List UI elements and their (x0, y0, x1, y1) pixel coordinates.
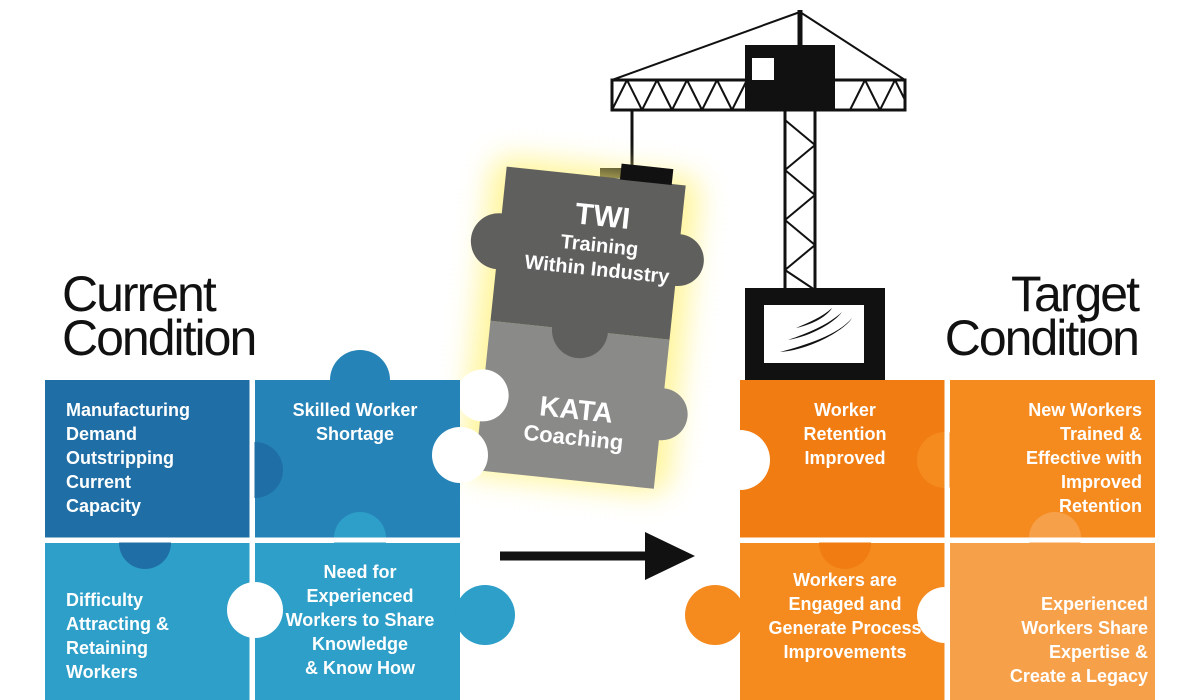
kata-puzzle-piece (456, 320, 688, 489)
workers-engaged-text: Workers are Engaged and Generate Process… (768, 570, 922, 662)
skilled-worker-shortage-piece (227, 350, 488, 564)
worker-retention-piece (710, 380, 973, 538)
twi-puzzle-piece (470, 166, 704, 359)
experienced-workers-share-piece (950, 543, 1155, 700)
difficulty-attracting-text: Difficulty Attracting & Retaining Worker… (66, 590, 169, 682)
experienced-workers-share-text: Experienced Workers Share Expertise & Cr… (1009, 594, 1148, 686)
right-arrow-icon (500, 532, 695, 580)
current-condition-heading: Current Condition (62, 266, 257, 366)
swoosh-logo-icon (764, 305, 864, 363)
crane-icon (600, 10, 907, 380)
need-for-experienced-text: Need for Experienced Workers to Share Kn… (285, 562, 435, 678)
need-for-experienced-piece (227, 517, 515, 700)
manufacturing-demand-text: Manufacturing Demand Outstripping Curren… (66, 400, 190, 516)
new-workers-trained-text: New Workers Trained & Effective with Imp… (1025, 400, 1142, 516)
target-condition-heading: Target Condition (944, 266, 1140, 366)
skilled-worker-shortage-text: Skilled Worker Shortage (292, 400, 418, 444)
worker-retention-text: Worker Retention Improved (803, 400, 887, 468)
crane-hook-block (619, 163, 674, 185)
